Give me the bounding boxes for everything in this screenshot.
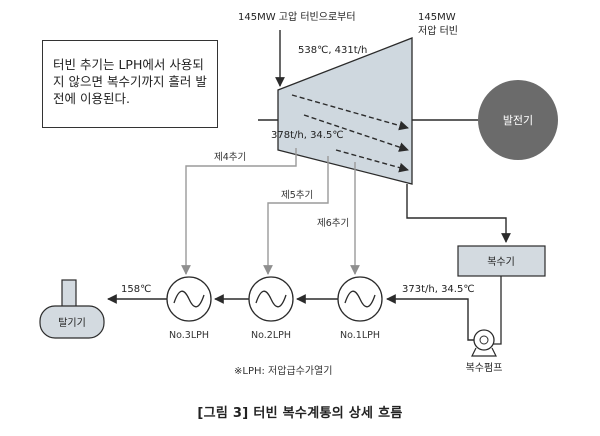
deaerator-temp-label: 158℃ <box>121 284 151 295</box>
turbine-exit-label: 378t/h, 34.5℃ <box>271 130 344 141</box>
inlet-source-label: 145MW 고압 터빈으로부터 <box>238 10 356 23</box>
generator-label: 발전기 <box>503 114 533 127</box>
lph2-label: No.2LPH <box>251 330 291 341</box>
extraction-5-line <box>263 156 329 275</box>
exhaust-to-condenser-line <box>406 184 511 243</box>
explanation-note: 터빈 추기는 LPH에서 사용되지 않으면 복수기까지 흘러 발전에 이용된다. <box>42 40 218 128</box>
low-pressure-turbine <box>277 37 413 185</box>
lph3-heater <box>166 276 212 322</box>
deaerator <box>39 279 105 339</box>
extraction-5-label: 제5추기 <box>281 190 313 201</box>
condenser <box>457 245 546 277</box>
inlet-condition-label: 538℃, 431t/h <box>298 45 367 56</box>
figure-caption: [그림 3] 터빈 복수계통의 상세 흐름 <box>197 406 403 421</box>
lph1-heater <box>337 276 383 322</box>
condensate-pump <box>471 329 497 357</box>
extraction-4-label: 제4추기 <box>214 152 246 163</box>
deaerator-label: 탈기기 <box>58 316 86 329</box>
extraction-6-label: 제6추기 <box>317 218 349 229</box>
turbine-flow-arrow-1 <box>291 94 409 131</box>
turbine-flow-arrow-3 <box>335 149 409 173</box>
condenser-to-pump-line <box>493 276 502 345</box>
pump-to-lph1-line <box>386 294 474 341</box>
pump-flow-label: 373t/h, 34.5℃ <box>402 284 475 295</box>
turbine-label-line2: 저압 터빈 <box>418 24 458 37</box>
condenser-label: 복수기 <box>487 256 515 268</box>
lph1-label: No.1LPH <box>340 330 380 341</box>
turbine-flow-arrow-2 <box>303 114 409 152</box>
generator <box>478 80 558 160</box>
lph-footnote: ※LPH: 저압급수가열기 <box>234 366 333 377</box>
turbine-label-line1: 145MW <box>418 12 456 23</box>
lph3-label: No.3LPH <box>169 330 209 341</box>
lph2-heater <box>248 276 294 322</box>
extraction-4-line <box>181 148 297 275</box>
pump-label: 복수펌프 <box>466 362 503 374</box>
